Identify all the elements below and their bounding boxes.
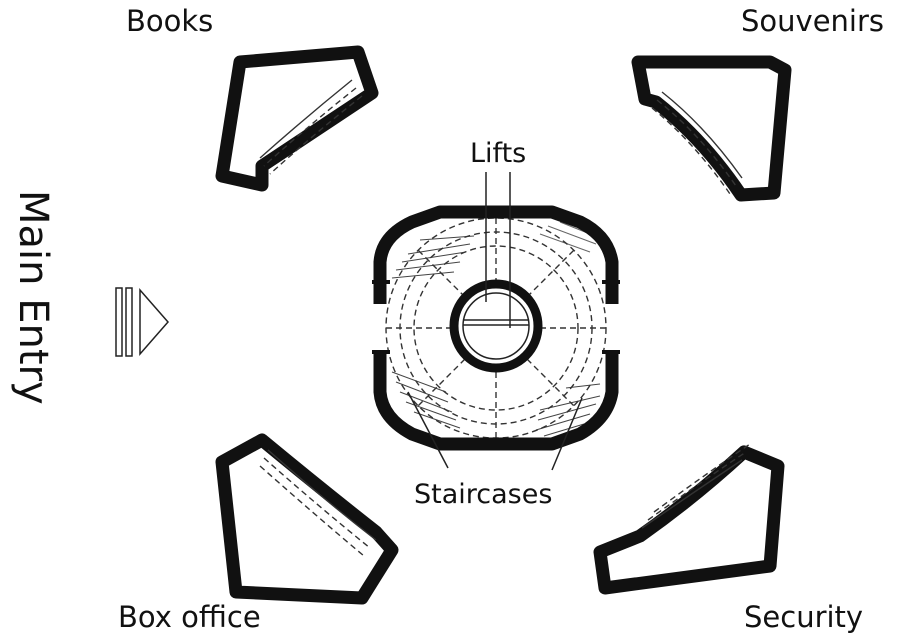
- rotunda-wall-bottom: [373, 350, 619, 451]
- kiosk-books: [215, 45, 379, 192]
- kiosk-security: [593, 443, 785, 595]
- rotunda-wall-top: [373, 205, 619, 304]
- radial-spokes: [382, 214, 610, 442]
- label-main-entry: Main Entry: [10, 190, 56, 405]
- staircase-hatch-bottom-right: [535, 383, 601, 437]
- staircase-hatch-bottom-left: [391, 371, 461, 429]
- kiosk-box-office: [215, 433, 399, 605]
- staircases-pointers: [407, 391, 583, 471]
- label-souvenirs: Souvenirs: [741, 4, 884, 38]
- label-security: Security: [744, 600, 863, 634]
- label-lifts: Lifts: [470, 138, 526, 169]
- inner-dashed-ring: [413, 245, 579, 411]
- kiosk-souvenirs: [631, 55, 792, 202]
- entry-arrow-icon: [115, 287, 169, 357]
- label-books: Books: [126, 4, 213, 38]
- label-staircases: Staircases: [414, 479, 552, 510]
- staircase-hatch-top-left: [391, 235, 475, 279]
- lift-shaft: [449, 279, 543, 373]
- lifts-pointers: [485, 172, 511, 328]
- central-rotunda: [372, 205, 620, 451]
- label-box-office: Box office: [118, 600, 261, 634]
